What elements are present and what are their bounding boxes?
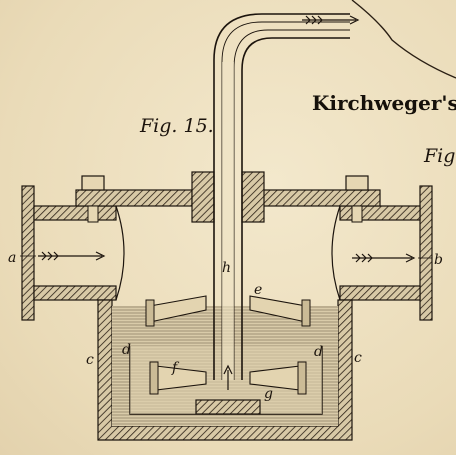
label-g: g [264, 386, 273, 402]
sheet-border-curve [351, 0, 456, 79]
label-e: e [254, 282, 262, 298]
top-cover-plate [75, 171, 381, 223]
label-f: f [171, 360, 180, 376]
label-a: a [8, 250, 16, 266]
label-d-left: d [122, 342, 131, 358]
label-d-right: d [314, 344, 323, 360]
base-plate-g [195, 399, 261, 415]
title-text: Kirchweger's [312, 91, 456, 115]
outlet-arrow [352, 253, 416, 263]
label-c-right: c [354, 350, 362, 366]
arm-f [149, 361, 307, 395]
left-bolt [81, 175, 105, 223]
arm-e [145, 295, 311, 327]
label-h: h [222, 260, 231, 276]
steam-pipe-h [213, 13, 350, 380]
figure-label: Fig. 15. [139, 115, 214, 137]
figure-label-partial: Fig [423, 145, 455, 167]
inlet-arrow [38, 251, 106, 261]
right-bolt [345, 175, 369, 223]
steam-arrow [302, 15, 360, 25]
label-c-left: c [86, 352, 94, 368]
label-b: b [434, 252, 443, 268]
